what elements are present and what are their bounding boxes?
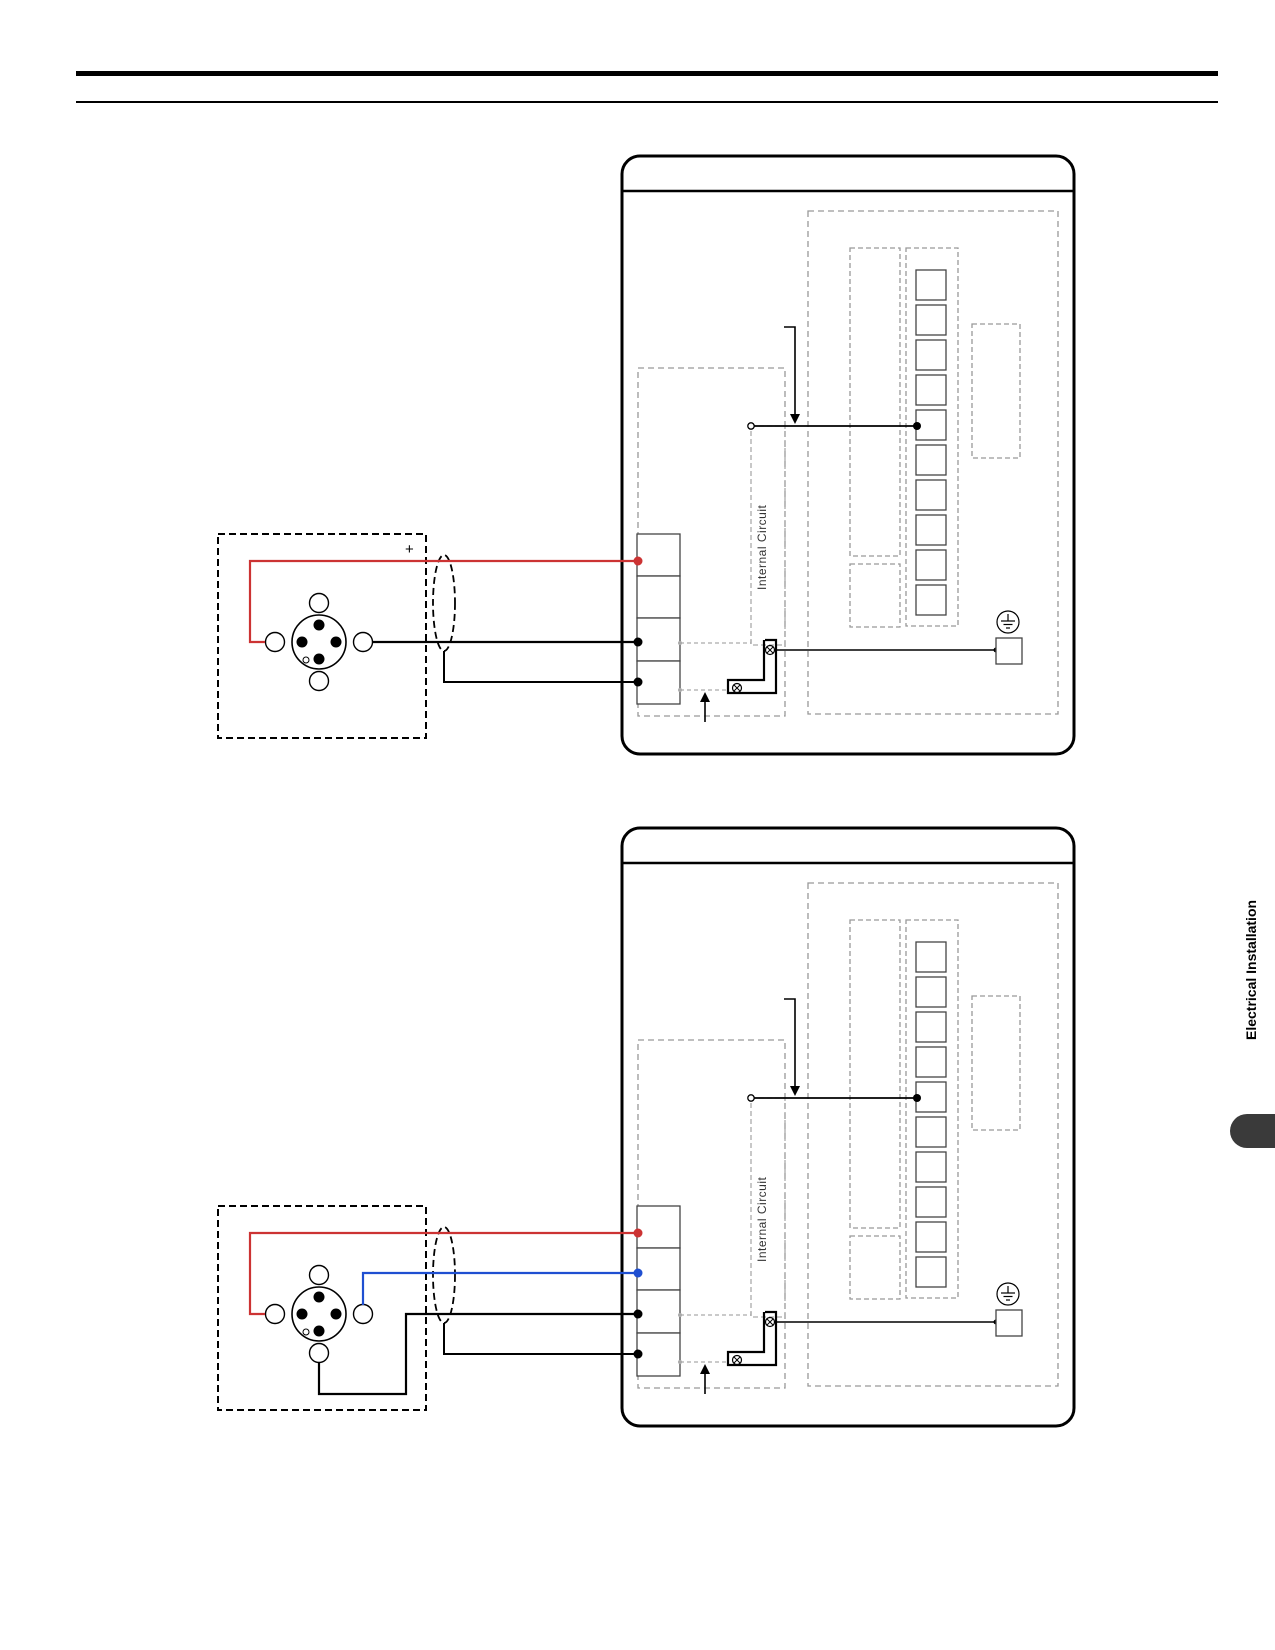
internal-link-node <box>913 422 921 430</box>
trace-node <box>678 1360 682 1364</box>
drive-enclosure <box>620 826 1076 1428</box>
header-rule-thin <box>76 101 1218 103</box>
signal-wire <box>361 1271 638 1305</box>
section-tab[interactable] <box>1230 1114 1275 1148</box>
internal-trace-1 <box>680 640 752 644</box>
shield-drain-wire <box>443 651 638 683</box>
signal-wire-node <box>633 1268 643 1278</box>
cable-shield <box>432 1226 456 1324</box>
internal-circuit-label: Internal Circuit <box>755 1176 769 1262</box>
connector-region-b <box>849 1235 901 1300</box>
positive-wire-node <box>633 556 643 566</box>
connector-region-b <box>849 563 901 628</box>
internal-link-node <box>913 1094 921 1102</box>
callout-arrowhead-top <box>790 414 800 424</box>
clamp-screw-icon <box>764 644 776 656</box>
common-wire <box>317 1312 638 1396</box>
plus-mark: + <box>405 541 414 558</box>
switch-region <box>971 995 1021 1131</box>
positive-wire <box>248 1231 638 1316</box>
sensor-enclosure <box>217 533 427 739</box>
ground-icon <box>996 610 1020 634</box>
switch-region <box>971 323 1021 459</box>
clamp-screw-icon <box>764 1316 776 1328</box>
shield-drain-node <box>633 1349 643 1359</box>
internal-link-open-node <box>747 1094 755 1102</box>
shield-clamp <box>726 638 778 695</box>
internal-circuit-label: Internal Circuit <box>755 504 769 590</box>
option-terminal-block <box>636 533 681 705</box>
clamp-screw-icon <box>731 1354 743 1366</box>
positive-wire <box>248 559 638 644</box>
positive-wire-node <box>633 1228 643 1238</box>
cable-shield <box>432 554 456 652</box>
shield-drain-node <box>633 677 643 687</box>
clamp-screw-icon <box>731 682 743 694</box>
connector-region-a <box>849 919 901 1229</box>
connector-region-a <box>849 247 901 557</box>
shield-drain-wire <box>443 1323 638 1355</box>
drive-enclosure <box>620 154 1076 756</box>
internal-trace-1 <box>680 1312 752 1316</box>
control-board-region <box>807 882 1059 1387</box>
ground-terminal-box <box>995 1309 1023 1337</box>
section-tab-label: Electrical Installation <box>1243 899 1259 1040</box>
sensor-enclosure <box>217 1205 427 1411</box>
callout-arrow-top <box>784 998 796 1088</box>
terminal-strip-region <box>905 919 959 1299</box>
header-rule-thick <box>76 71 1218 76</box>
trace-node <box>678 1313 682 1317</box>
terminal-strip-region <box>905 247 959 627</box>
control-terminal-blocks <box>915 941 947 1288</box>
trace-node <box>678 641 682 645</box>
internal-link-open-node <box>747 422 755 430</box>
callout-arrowhead-bottom <box>700 1364 710 1374</box>
callout-arrowhead-bottom <box>700 692 710 702</box>
trace-node <box>678 688 682 692</box>
callout-arrowhead-top <box>790 1086 800 1096</box>
wiring-diagram-2: Internal Circuit <box>217 826 1076 1428</box>
shield-clamp <box>726 1310 778 1367</box>
common-wire-node <box>633 637 643 647</box>
wiring-diagram-1: Internal Circuit <box>217 154 1076 756</box>
control-board-region <box>807 210 1059 715</box>
control-terminal-blocks <box>915 269 947 616</box>
option-terminal-block <box>636 1205 681 1377</box>
m12-connector-icon <box>264 592 374 692</box>
callout-arrow-top <box>784 326 796 416</box>
ground-icon <box>996 1282 1020 1306</box>
ground-terminal-box <box>995 637 1023 665</box>
m12-connector-icon <box>264 1264 374 1364</box>
common-wire-node <box>633 1309 643 1319</box>
